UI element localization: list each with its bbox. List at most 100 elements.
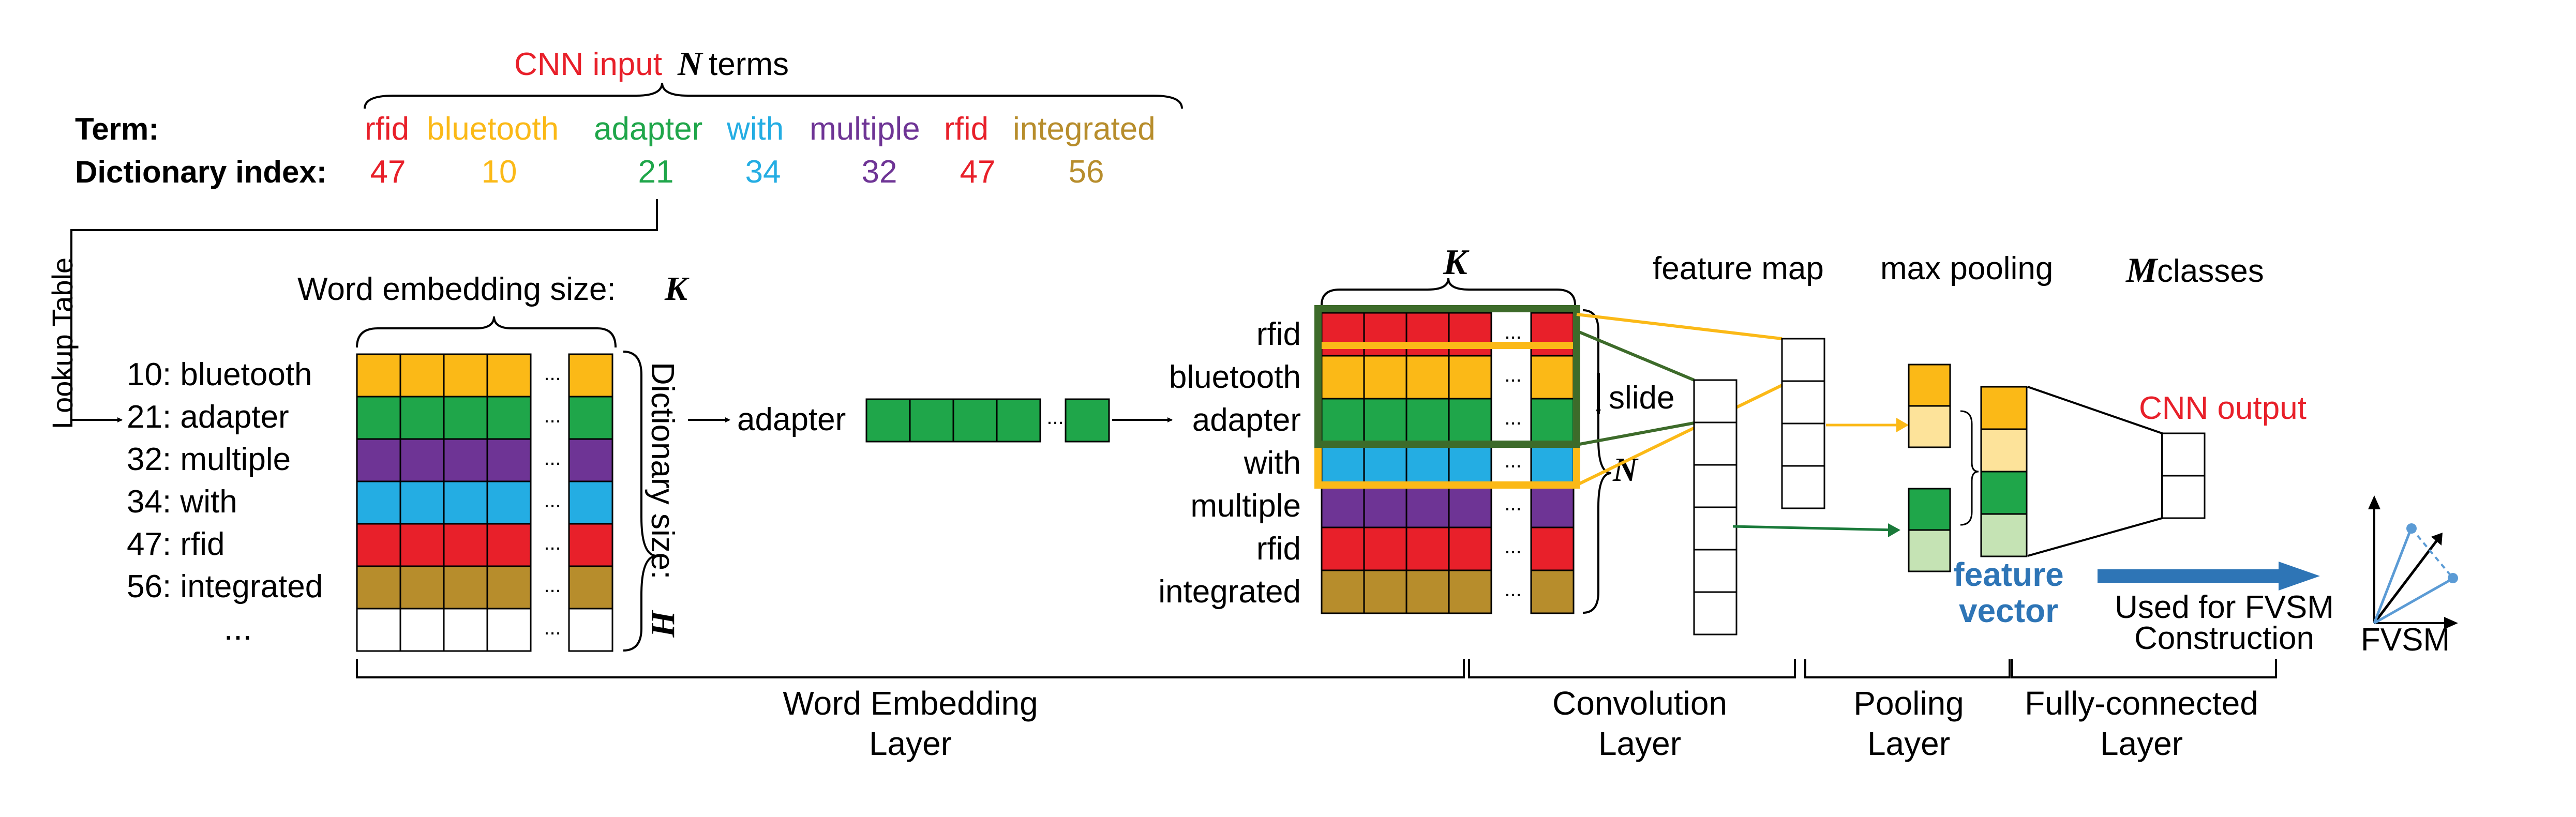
term-row-label: Term:	[75, 112, 159, 146]
input-matrix-cell	[1448, 526, 1492, 571]
lookup-word-input: adapter	[737, 402, 846, 437]
layer-labels: Word EmbeddingLayerConvolutionLayerPooli…	[783, 685, 2258, 762]
embedding-cell	[443, 353, 488, 398]
feature-vector-cell	[1980, 471, 2028, 515]
term-dictionary-index: 21	[638, 154, 674, 190]
input-matrix-ellipsis: ...	[1504, 578, 1521, 601]
classes-label: classes	[2157, 253, 2264, 289]
input-matrix-row-label: integrated	[1158, 574, 1301, 610]
lookup-vector-cell	[1065, 398, 1110, 443]
input-matrix-row-label: multiple	[1190, 488, 1301, 524]
embedding-cell	[443, 438, 488, 482]
feature-vector-label-line1: feature	[1953, 556, 2063, 593]
embedding-cell	[486, 523, 532, 567]
embedding-cell	[568, 396, 613, 440]
dictionary-index-row-label: Dictionary index:	[75, 155, 327, 189]
green-filter-projection-bottom	[1576, 421, 1695, 446]
input-matrix-cell	[1448, 569, 1492, 614]
term-row: rfid47bluetooth10adapter21with34multiple…	[365, 111, 1156, 190]
embedding-cell	[443, 523, 488, 567]
input-matrix-cell	[1363, 441, 1407, 486]
input-matrix-cell	[1448, 398, 1492, 443]
embedding-cell	[568, 608, 613, 652]
embedding-cell	[568, 523, 613, 567]
fvsm-vector-space-icon	[2368, 495, 2458, 629]
input-matrix-cell	[1321, 398, 1365, 443]
lookup-table-label: Lookup Table	[46, 258, 79, 429]
embedding-cell	[356, 353, 401, 398]
pool-arrow-yellow-head	[1896, 418, 1909, 432]
input-matrix-cell	[1530, 569, 1575, 614]
fvsm-usage-line2: Construction	[2134, 621, 2314, 656]
dictionary-more-entries: ...	[223, 609, 252, 647]
term-word: adapter	[594, 111, 702, 147]
feature-map-cell	[1781, 338, 1825, 382]
input-matrix-ellipsis: ...	[1504, 406, 1521, 429]
layer-name-suffix: Layer	[2100, 725, 2183, 762]
input-matrix-row-label: rfid	[1256, 316, 1301, 352]
input-matrix-row-label: bluetooth	[1169, 359, 1301, 395]
feature-vector-cell	[1980, 513, 2028, 557]
input-matrix-cell	[1363, 312, 1407, 357]
embedding-cell	[443, 565, 488, 610]
feature-vector-cell	[1980, 386, 2028, 430]
input-matrix-cell	[1321, 483, 1365, 528]
input-matrix-cell	[1448, 312, 1492, 357]
input-matrix-cell	[1363, 355, 1407, 400]
classes-m-symbol: M	[2125, 250, 2159, 290]
embedding-cell	[486, 565, 532, 610]
embedding-cell	[356, 438, 401, 482]
dictionary-entry-label: 34: with	[127, 484, 237, 520]
term-word: integrated	[1013, 111, 1156, 147]
embedding-ellipsis: ...	[544, 489, 561, 512]
embedding-cell	[486, 396, 532, 440]
term-dictionary-index: 10	[482, 154, 517, 190]
dictionary-entry-label: 56: integrated	[127, 569, 323, 604]
embedding-cell	[399, 396, 445, 440]
input-matrix-cell	[1321, 312, 1365, 357]
input-matrix-cell	[1405, 355, 1450, 400]
embedding-cell	[568, 353, 613, 398]
dictionary-entry-labels: 10: bluetooth 21: adapter 32: multiple 34: …	[127, 357, 323, 647]
input-matrix-cell	[1321, 441, 1365, 486]
embedding-cell	[486, 438, 532, 482]
embedding-cell	[356, 608, 401, 652]
feature-map-cell	[1693, 379, 1738, 423]
embedding-cell	[399, 565, 445, 610]
input-matrix-cell	[1363, 398, 1407, 443]
dictionary-entry-label: 10: bluetooth	[127, 357, 312, 392]
dictionary-entry-label: 32: multiple	[127, 442, 291, 477]
cnn-input-brace	[364, 82, 1183, 109]
feature-map-cell	[1781, 465, 1825, 509]
input-matrix-ellipsis: ...	[1504, 492, 1521, 515]
layer-name: Convolution	[1552, 685, 1727, 722]
input-matrix-ellipsis: ...	[1504, 364, 1521, 386]
lookup-vector-ellipsis: ...	[1046, 406, 1064, 429]
embedding-cell	[443, 396, 488, 440]
embedding-cell	[399, 608, 445, 652]
embedding-cell	[568, 480, 613, 525]
embedding-ellipsis: ...	[544, 532, 561, 554]
feature-map-label: feature map	[1653, 251, 1824, 286]
layer-name: Fully-connected	[2025, 685, 2258, 722]
layer-name: Word Embedding	[783, 685, 1038, 722]
lookup-vector-cell	[952, 398, 998, 443]
embedding-cell	[443, 608, 488, 652]
cnn-output-cells	[2161, 432, 2206, 519]
input-matrix-ellipsis: ...	[1504, 535, 1521, 558]
n-terms-symbol: N	[677, 45, 703, 83]
embedding-cell	[399, 353, 445, 398]
embedding-ellipsis: ...	[544, 447, 561, 470]
term-word: bluetooth	[427, 111, 559, 147]
feature-map-cell	[1693, 549, 1738, 593]
dictionary-embedding-matrix: .....................	[356, 353, 613, 652]
feature-map-green	[1693, 379, 1738, 636]
input-matrix-row-label: with	[1244, 445, 1301, 481]
term-dictionary-index: 56	[1069, 154, 1104, 190]
input-matrix-cell	[1448, 355, 1492, 400]
embedding-cell	[399, 438, 445, 482]
input-matrix-ellipsis: ...	[1504, 321, 1521, 343]
dictionary-entry-label: 21: adapter	[127, 399, 289, 435]
embedding-size-label: Word embedding size:	[297, 271, 616, 307]
